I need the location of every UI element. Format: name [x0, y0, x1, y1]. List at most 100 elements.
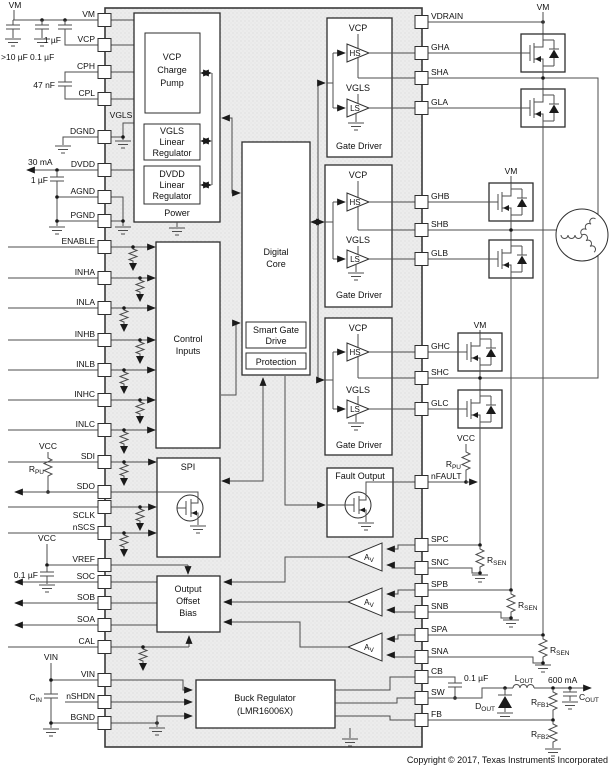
vref-capacitor-icon	[39, 566, 55, 582]
vm-net-label: VM	[474, 320, 487, 330]
dvdd-regulator-label: DVDD	[159, 169, 185, 179]
vcp-rail-label: VCP	[349, 323, 368, 333]
pin-inhb: INHB	[75, 329, 112, 347]
feedback-resistor-icon	[548, 689, 558, 713]
ls-driver-icon	[346, 399, 371, 419]
vgls-rail-label: VGLS	[346, 83, 370, 93]
svg-text:CB: CB	[431, 666, 443, 676]
vgls-rail-label: VGLS	[346, 235, 370, 245]
control-inputs-section: Control Inputs	[155, 241, 241, 449]
oob-label: Bias	[179, 608, 197, 618]
svg-text:SDO: SDO	[77, 481, 96, 491]
svg-text:SPC: SPC	[431, 534, 448, 544]
low-side-mosfet-icon	[457, 389, 503, 429]
ground-icon	[502, 619, 520, 628]
protection-label: Protection	[256, 357, 297, 367]
amp-gain-label: AV	[364, 553, 374, 564]
control-input-wires	[111, 243, 157, 558]
boot-cap-value: 0.1 µF	[464, 673, 488, 683]
pin-ghb: GHB	[414, 191, 450, 209]
dvdd-external: 30 mA 1 µF	[26, 157, 98, 235]
power-section: VCP Charge Pump VGLS Linear Regulator DV…	[133, 12, 241, 236]
pin-spa: SPA	[414, 624, 448, 642]
copyright-notice: Copyright © 2017, Texas Instruments Inco…	[407, 755, 608, 765]
svg-text:SDI: SDI	[81, 451, 95, 461]
smart-gate-drive-label: Smart Gate	[253, 325, 299, 335]
vm-net-label: VM	[9, 0, 22, 10]
digital-core-label: Digital	[263, 247, 288, 257]
svg-text:SPB: SPB	[431, 579, 448, 589]
bulk-cap-value: >10 µF	[1, 52, 28, 62]
pin-enable: ENABLE	[61, 236, 112, 254]
dvdd-regulator-block	[143, 165, 201, 205]
pin-dgnd: DGND	[70, 126, 112, 144]
opamp-icon	[346, 587, 383, 617]
vgls-net-label: VGLS	[110, 110, 133, 120]
buck-label: (LMR16006X)	[237, 706, 293, 716]
ground-icon	[561, 701, 579, 710]
pin-inlc: INLC	[76, 419, 112, 437]
charge-pump-label: Charge	[157, 65, 187, 75]
feedback-resistor-icon	[548, 721, 558, 745]
charge-pump-label: Pump	[160, 78, 184, 88]
vgls-regulator-block	[143, 123, 201, 161]
svg-text:SNC: SNC	[431, 557, 449, 567]
hs-label: HS	[349, 198, 360, 207]
pin-nscs: nSCS	[73, 522, 112, 540]
flying-cap-value: 47 nF	[33, 80, 55, 90]
control-inputs-label: Control	[173, 334, 202, 344]
svg-text:INHC: INHC	[74, 389, 95, 399]
vgls-regulator-label: Linear	[159, 137, 184, 147]
svg-text:FB: FB	[431, 709, 442, 719]
opamp-icon	[346, 542, 383, 572]
high-side-mosfet-icon	[488, 182, 534, 222]
sense-output-leads	[14, 578, 98, 629]
vcc-net-label: VCC	[38, 533, 56, 543]
gate-driver-b: VCP HS VGLS LS Gate Driver	[324, 164, 415, 308]
pin-vcp: VCP	[78, 34, 112, 52]
ground-icon	[54, 145, 72, 154]
fault-output-label: Fault Output	[335, 471, 385, 481]
dout-label: DOUT	[475, 701, 495, 713]
dvdd-cap-value: 1 µF	[31, 175, 48, 185]
gate-driver-a-block	[326, 17, 393, 158]
gate-driver-label: Gate Driver	[336, 440, 382, 450]
pin-sna: SNA	[414, 646, 449, 664]
pin-soa: SOA	[77, 614, 112, 632]
rpu-label: RPU	[446, 459, 461, 471]
pin-inhc: INHC	[74, 389, 112, 407]
dvdd-regulator-label: Linear	[159, 180, 184, 190]
pin-sclk: SCLK	[73, 500, 112, 520]
svg-text:SOC: SOC	[77, 571, 95, 581]
phase-c-half-bridge: VM	[428, 256, 599, 545]
ground-icon	[38, 584, 56, 593]
vcc-net-label: VCC	[39, 441, 57, 451]
svg-text:AGND: AGND	[70, 186, 95, 196]
low-side-mosfet-icon	[488, 239, 534, 279]
svg-text:GHC: GHC	[431, 341, 450, 351]
pin-vdrain: VDRAIN	[414, 11, 463, 29]
svg-text:INHB: INHB	[75, 329, 96, 339]
pin-spc: SPC	[414, 534, 448, 552]
svg-text:SHC: SHC	[431, 367, 449, 377]
pin-inha: INHA	[75, 267, 112, 285]
bulk-capacitor-icon	[5, 19, 21, 35]
pin-spb: SPB	[414, 579, 448, 597]
vin-net-label: VIN	[44, 652, 58, 662]
ground-icon	[42, 728, 60, 737]
pin-fb: FB	[414, 709, 442, 727]
svg-text:DVDD: DVDD	[71, 159, 95, 169]
open-drain-mosfet-icon	[176, 494, 204, 522]
pin-gha: GHA	[414, 42, 450, 60]
ground-icon	[534, 664, 552, 673]
inductor-icon	[512, 684, 535, 689]
svg-text:PGND: PGND	[70, 210, 95, 220]
pin-snb: SNB	[414, 601, 449, 619]
phase-a-half-bridge: VM	[428, 2, 599, 635]
rfb2-label: RFB2	[531, 729, 549, 741]
opamp-icon	[346, 632, 383, 662]
rsen-label: RSEN	[518, 600, 538, 612]
vgls-regulator-label: VGLS	[160, 126, 184, 136]
vcp-cap-value: 1 µF	[44, 35, 61, 45]
sense-resistor-c: RSEN	[428, 543, 507, 583]
